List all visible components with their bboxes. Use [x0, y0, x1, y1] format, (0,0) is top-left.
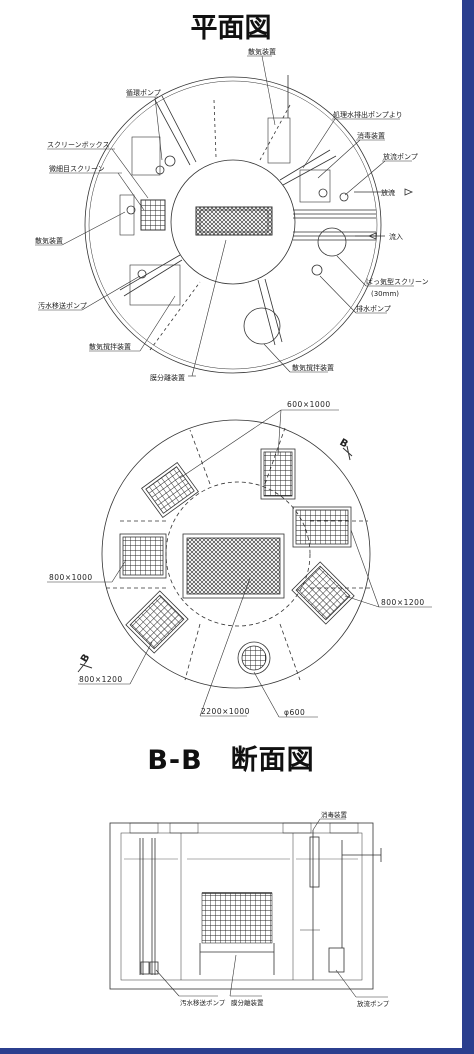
opening-800x1000 — [119, 533, 167, 579]
section-title: B-B 断面図 — [147, 745, 315, 776]
label-screen-size: (30mm) — [371, 290, 399, 298]
plan-title: 平面図 — [190, 13, 272, 44]
label-sanki-left: 散気装置 — [35, 236, 63, 245]
frame-bottom-bar — [0, 1048, 474, 1054]
frame-right-bar — [462, 0, 474, 1054]
opening-phi600 — [237, 641, 271, 675]
label-maku-bunri: 膜分離装置 — [150, 373, 185, 382]
plan-pit-circle — [243, 307, 281, 345]
opening-2200x1000 — [182, 533, 285, 599]
label-horyu: 放流 — [381, 188, 395, 197]
plan-screen-circle — [317, 227, 347, 257]
opening-outer-circle — [101, 419, 371, 689]
diagram-frame — [0, 0, 462, 1048]
label-osui-pump: 汚水移送ポンプ — [38, 301, 87, 310]
dim-800x1200-left: 800×1200 — [79, 675, 123, 684]
section-label-horyu-pump: 放流ポンプ — [357, 999, 390, 1008]
opening-800x1200-c — [125, 590, 189, 654]
label-bisai-screen: 微細目スクリーン — [49, 164, 105, 173]
label-ryunyu: 流入 — [389, 232, 403, 241]
opening-plan — [77, 419, 371, 689]
section-tank-outline — [109, 822, 374, 990]
section-membrane-unit — [201, 892, 273, 944]
label-shodoku: 消毒装置 — [357, 131, 385, 140]
label-screen-box: スクリーンボックス — [47, 141, 109, 149]
opening-leader-lines — [47, 409, 432, 718]
opening-800x1200-a — [292, 506, 352, 548]
plan-outer-circle-inner — [88, 80, 378, 370]
label-batsu-screen: ばっ気型スクリーン — [366, 277, 429, 286]
label-shori-pump: 処理水排出ポンプより — [333, 110, 403, 119]
plan-outer-circle — [84, 76, 382, 374]
plan-inner-circle — [170, 159, 296, 285]
dim-800x1000: 800×1000 — [49, 573, 93, 582]
section-label-shodoku: 消毒装置 — [321, 810, 348, 819]
section-view — [109, 822, 382, 990]
section-leader-lines — [155, 818, 388, 998]
label-horyu-pump: 放流ポンプ — [383, 152, 418, 161]
opening-600x1000-b — [260, 448, 296, 500]
plan-screen-box — [140, 199, 166, 231]
label-sanki-kakuhan-2: 散気撹拌装置 — [292, 363, 334, 372]
opening-800x1200-b — [291, 561, 355, 625]
section-label-maku-bunri: 膜分離装置 — [231, 998, 264, 1007]
drawing-canvas: 散気装置 循環ポンプ 処理水排出ポンプより 消毒装置 スクリーンボックス 放流ポ… — [35, 47, 432, 1008]
plan-view — [84, 75, 414, 374]
label-sanki-kakuhan-1: 散気撹拌装置 — [89, 342, 131, 351]
section-label-osui-pump: 汚水移送ポンプ — [180, 998, 226, 1007]
plan-leader-lines — [35, 55, 414, 377]
dim-600x1000: 600×1000 — [287, 400, 331, 409]
label-haisui-pump: 排水ポンプ — [356, 304, 391, 313]
dim-phi600: φ600 — [284, 708, 305, 717]
dim-2200x1000: 2200×1000 — [201, 707, 250, 716]
label-junkan-pump: 循環ポンプ — [126, 88, 161, 97]
opening-600x1000-a — [141, 461, 199, 519]
dim-800x1200-right: 800×1200 — [381, 598, 425, 607]
label-sanki-top: 散気装置 — [248, 47, 276, 56]
b-mark-bottom: B — [79, 652, 92, 664]
plan-membrane-unit — [195, 206, 273, 236]
